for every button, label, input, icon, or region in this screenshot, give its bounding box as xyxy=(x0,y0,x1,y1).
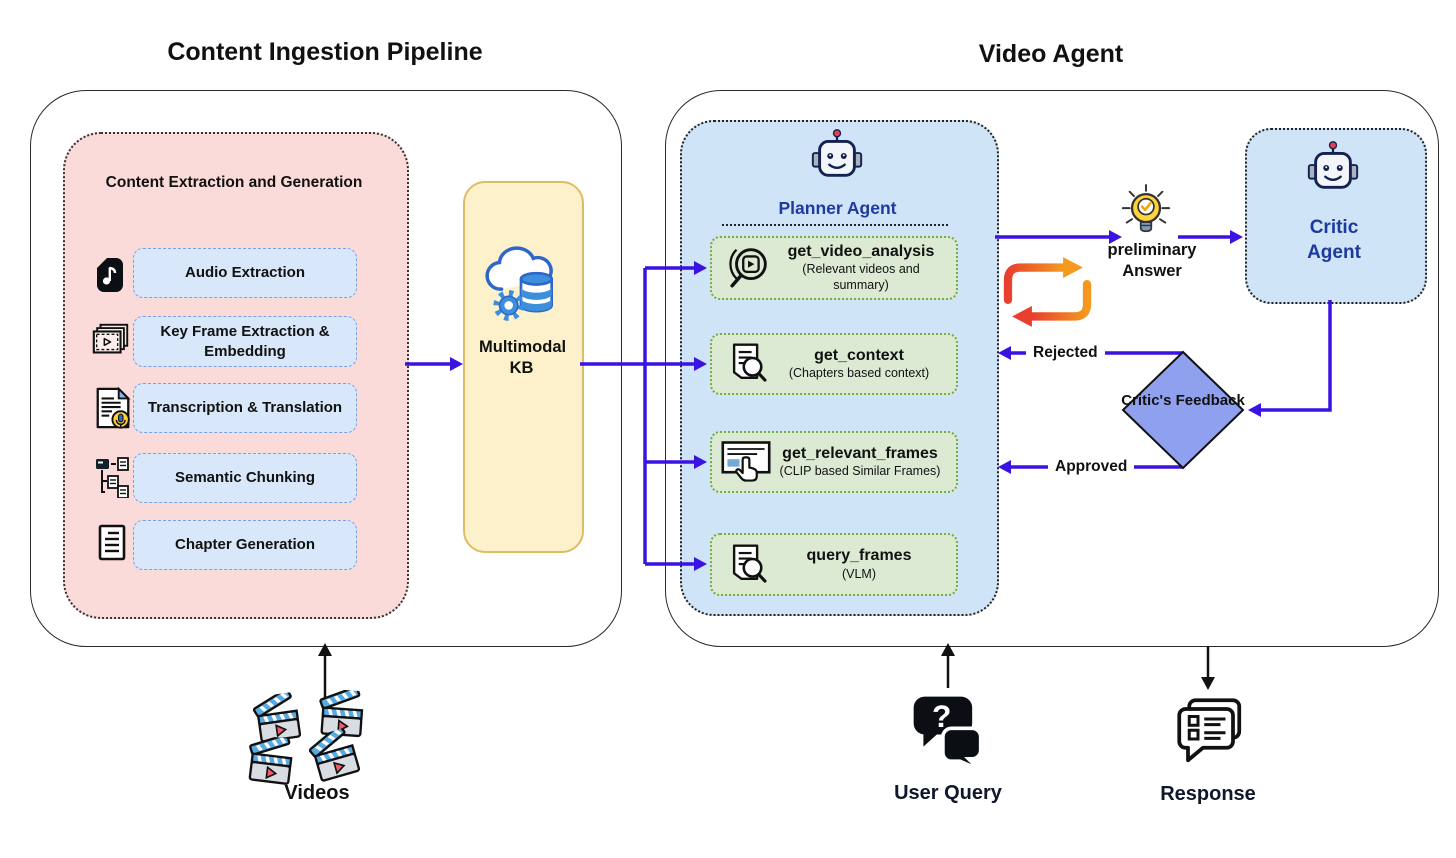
videos-label: Videos xyxy=(284,782,350,804)
step-audio-extraction: Audio Extraction xyxy=(133,248,357,298)
rejected-label: Rejected xyxy=(1026,343,1105,363)
critic-agent-title: Critic Agent xyxy=(1307,217,1361,263)
step-chapter-generation: Chapter Generation xyxy=(133,520,357,570)
lightbulb-check-icon xyxy=(1119,183,1173,239)
planner-robot-icon xyxy=(808,126,866,184)
user-query-label: User Query xyxy=(894,782,1002,804)
pipeline-title: Content Ingestion Pipeline xyxy=(167,38,483,66)
approved-label: Approved xyxy=(1048,457,1135,477)
key-frames-icon xyxy=(90,321,132,361)
tool-get-context: get_context (Chapters based context) xyxy=(710,333,958,395)
doc-search-icon xyxy=(724,340,770,388)
tool-query-frames: query_frames (VLM) xyxy=(710,533,958,596)
video-agent-title: Video Agent xyxy=(978,40,1124,68)
preliminary-answer-label: preliminary Answer xyxy=(1107,241,1197,280)
multimodal-kb-label: Multimodal KB xyxy=(479,338,567,378)
planner-agent-title: Planner Agent xyxy=(778,198,897,218)
tool-name: query_frames xyxy=(806,547,912,565)
tool-name: get_relevant_frames xyxy=(782,444,938,462)
step-transcription-translation: Transcription & Translation xyxy=(133,383,357,433)
planner-separator xyxy=(722,224,948,226)
tool-desc: (CLIP based Similar Frames) xyxy=(779,464,941,479)
tool-name: get_context xyxy=(814,346,904,364)
frame-pointer-icon xyxy=(720,438,772,486)
step-key-frame-extraction: Key Frame Extraction & Embedding xyxy=(133,316,357,367)
loop-arrows-icon xyxy=(1000,253,1095,331)
content-extraction-title: Content Extraction and Generation xyxy=(105,174,363,191)
clapperboard-icon xyxy=(243,733,303,790)
tool-desc: (VLM) xyxy=(841,566,877,581)
cloud-database-icon xyxy=(479,240,565,330)
step-semantic-chunking: Semantic Chunking xyxy=(133,453,357,503)
response-label: Response xyxy=(1160,783,1256,805)
tool-get-relevant-frames: get_relevant_frames (CLIP based Similar … xyxy=(710,431,958,493)
chapter-doc-icon xyxy=(95,522,129,564)
multimodal-kb-box xyxy=(463,181,584,553)
tool-desc: (Chapters based context) xyxy=(788,366,930,381)
doc-search-icon xyxy=(724,541,770,589)
critic-robot-icon xyxy=(1304,138,1362,196)
tool-get-video-analysis: get_video_analysis (Relevant videos and … xyxy=(710,236,958,300)
audio-file-icon xyxy=(93,255,127,295)
clapperboard-icon xyxy=(304,724,370,788)
response-icon xyxy=(1168,694,1248,774)
svg-text:?: ? xyxy=(932,698,951,734)
user-query-icon: ? xyxy=(910,690,988,774)
transcript-mic-icon xyxy=(92,384,134,432)
tool-name: get_video_analysis xyxy=(787,242,935,260)
video-search-icon xyxy=(724,242,774,294)
tool-desc: (Relevant videos and summary) xyxy=(802,261,920,293)
critic-feedback-label: Critic's Feedback xyxy=(1121,392,1245,409)
semantic-tree-icon xyxy=(94,456,134,498)
clapperboard-icon xyxy=(250,690,310,747)
